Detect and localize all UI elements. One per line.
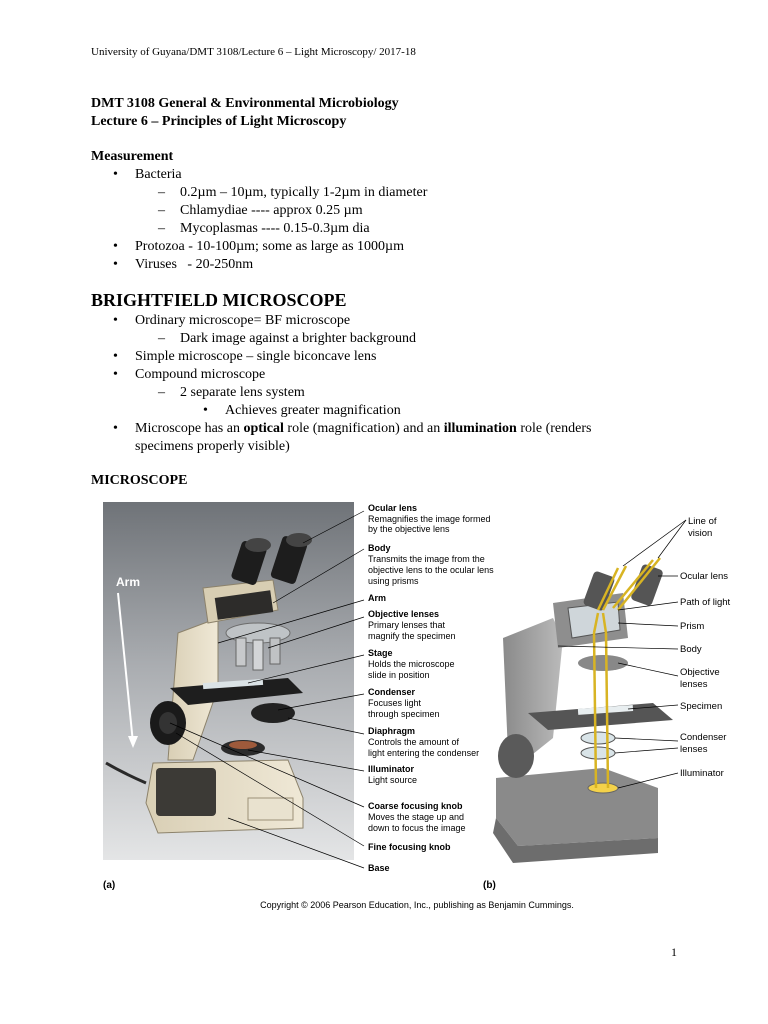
label-condenser: Condenser xyxy=(368,687,416,697)
list-item: •Ordinary microscope= BF microscope xyxy=(113,313,351,328)
course-title: DMT 3108 General & Environmental Microbi… xyxy=(91,96,399,111)
label-base: Base xyxy=(368,863,390,873)
label-b-condenser-lenses: lenses xyxy=(680,744,708,755)
photo-panel-a xyxy=(103,502,365,869)
svg-text:by the objective lens: by the objective lens xyxy=(368,524,450,534)
brightfield-heading: BRIGHTFIELD MICROSCOPE xyxy=(91,290,347,310)
svg-text:magnify the specimen: magnify the specimen xyxy=(368,631,456,641)
svg-text:slide in position: slide in position xyxy=(368,670,430,680)
label-diaphragm: Diaphragm xyxy=(368,726,415,736)
list-item: •Compound microscope xyxy=(113,367,266,382)
page-number: 1 xyxy=(671,945,677,959)
label-arm: Arm xyxy=(368,593,386,603)
list-item: –0.2µm – 10µm, typically 1-2µm in diamet… xyxy=(158,185,428,200)
svg-text:Holds the microscope: Holds the microscope xyxy=(368,659,455,669)
lecture-title: Lecture 6 – Principles of Light Microsco… xyxy=(91,114,347,129)
measurement-list: •Bacteria –0.2µm – 10µm, typically 1-2µm… xyxy=(91,166,427,274)
list-item-continuation: specimens properly visible) xyxy=(135,439,290,454)
label-b-condenser: Condenser xyxy=(680,732,726,743)
list-item: •Microscope has an optical role (magnifi… xyxy=(113,421,592,436)
panel-a-label: (a) xyxy=(103,880,115,891)
diagram-panel-b: Line of vision Ocular lens Path of light… xyxy=(493,516,731,863)
list-item: •Protozoa - 10-100µm; some as large as 1… xyxy=(113,239,404,254)
label-b-path-of-light: Path of light xyxy=(680,597,731,608)
list-item: •Viruses - 20-250nm xyxy=(113,257,254,272)
label-b-body: Body xyxy=(680,644,702,655)
label-b-ocular-lens: Ocular lens xyxy=(680,571,728,582)
list-item: •Bacteria xyxy=(113,167,182,182)
running-header: University of Guyana/DMT 3108/Lecture 6 … xyxy=(91,46,416,58)
svg-text:Transmits the image from the: Transmits the image from the xyxy=(368,554,485,564)
label-illuminator: Illuminator xyxy=(368,764,414,774)
label-b-prism: Prism xyxy=(680,621,704,632)
label-b-objective: Objective xyxy=(680,667,720,678)
labels-a: Arm (a) (b) Ocular lens Remagnifies the … xyxy=(103,503,496,891)
list-item: •Simple microscope – single biconcave le… xyxy=(113,349,377,364)
svg-text:objective lens to the ocular l: objective lens to the ocular lens xyxy=(368,565,494,575)
label-body: Body xyxy=(368,543,391,553)
list-item: –Mycoplasmas ---- 0.15-0.3µm dia xyxy=(158,221,370,236)
list-item: –2 separate lens system xyxy=(158,385,305,400)
photo-arm-label: Arm xyxy=(116,575,140,589)
microscope-illustration: Arm (a) (b) Ocular lens Remagnifies the … xyxy=(103,502,731,891)
svg-text:using prisms: using prisms xyxy=(368,576,419,586)
svg-text:Light source: Light source xyxy=(368,775,417,785)
label-ocular-lens: Ocular lens xyxy=(368,503,417,513)
microscope-heading: MICROSCOPE xyxy=(91,473,188,488)
label-coarse-knob: Coarse focusing knob xyxy=(368,801,463,811)
svg-text:down to focus the image: down to focus the image xyxy=(368,823,466,833)
figure-copyright: Copyright © 2006 Pearson Education, Inc.… xyxy=(260,900,574,910)
brightfield-list: •Ordinary microscope= BF microscope –Dar… xyxy=(91,312,591,456)
label-objective-lenses: Objective lenses xyxy=(368,609,439,619)
list-item: –Dark image against a brighter backgroun… xyxy=(158,331,416,346)
list-item: •Achieves greater magnification xyxy=(203,403,401,418)
document-title: DMT 3108 General & Environmental Microbi… xyxy=(91,95,399,131)
svg-text:light entering the condenser: light entering the condenser xyxy=(368,748,479,758)
label-b-vision: vision xyxy=(688,528,712,539)
label-b-line-of: Line of xyxy=(688,516,717,527)
label-b-illuminator: Illuminator xyxy=(680,768,724,779)
list-item: –Chlamydiae ---- approx 0.25 µm xyxy=(158,203,363,218)
label-b-specimen: Specimen xyxy=(680,701,722,712)
svg-text:Remagnifies the image formed: Remagnifies the image formed xyxy=(368,514,491,524)
microscope-figure: Arm (a) (b) Ocular lens Remagnifies the … xyxy=(98,498,738,898)
svg-text:through specimen: through specimen xyxy=(368,709,440,719)
svg-text:Moves the stage up and: Moves the stage up and xyxy=(368,812,464,822)
label-fine-knob: Fine focusing knob xyxy=(368,842,451,852)
measurement-heading: Measurement xyxy=(91,149,174,164)
svg-text:Controls the amount of: Controls the amount of xyxy=(368,737,460,747)
panel-b-label: (b) xyxy=(483,880,496,891)
label-stage: Stage xyxy=(368,648,393,658)
svg-text:Focuses light: Focuses light xyxy=(368,698,422,708)
svg-text:Primary lenses that: Primary lenses that xyxy=(368,620,446,630)
label-b-lenses: lenses xyxy=(680,679,708,690)
